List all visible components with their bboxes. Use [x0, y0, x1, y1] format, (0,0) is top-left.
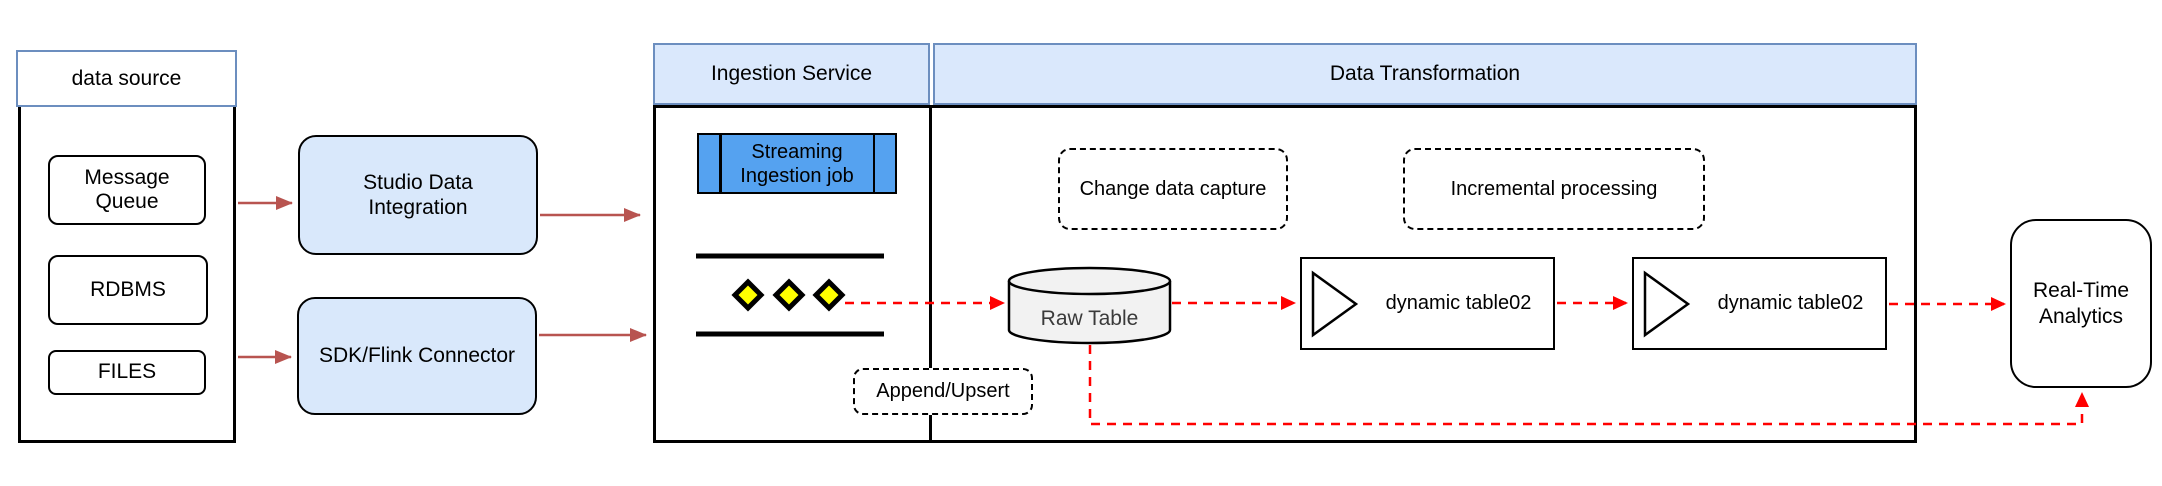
annotation-append-upsert: Append/Upsert — [853, 368, 1033, 415]
message-queue-label: Message Queue — [84, 165, 170, 213]
node-rdbms: RDBMS — [48, 255, 208, 325]
node-dynamic-table-1: dynamic table02 — [1300, 257, 1555, 350]
dynamic-table-1-label: dynamic table02 — [1385, 292, 1532, 314]
files-label: FILES — [97, 360, 157, 384]
ingestion-title: Ingestion Service — [710, 62, 873, 85]
node-sdk-flink-connector: SDK/Flink Connector — [297, 297, 537, 415]
ingestion-header-band: Ingestion Service — [653, 43, 930, 105]
streaming-ingestion-job-label: Streaming Ingestion job — [740, 140, 854, 187]
real-time-analytics-label: Real-Time Analytics — [2032, 279, 2130, 328]
node-message-queue: Message Queue — [48, 155, 206, 225]
node-real-time-analytics: Real-Time Analytics — [2010, 219, 2152, 388]
raw-table-label: Raw Table — [1040, 307, 1139, 330]
transformation-header-band: Data Transformation — [933, 43, 1917, 105]
data-source-header: data source — [16, 50, 237, 107]
rdbms-label: RDBMS — [90, 277, 166, 301]
subroutine-right-bar — [872, 135, 875, 192]
studio-data-integration-label: Studio Data Integration — [363, 170, 473, 219]
node-streaming-ingestion-job: Streaming Ingestion job — [697, 133, 897, 194]
sdk-flink-connector-label: SDK/Flink Connector — [318, 344, 516, 368]
transformation-title: Data Transformation — [1329, 62, 1521, 85]
node-studio-data-integration: Studio Data Integration — [298, 135, 538, 255]
annotation-change-data-capture: Change data capture — [1058, 148, 1288, 230]
annotation-incremental-processing: Incremental processing — [1403, 148, 1705, 230]
dynamic-table-2-label: dynamic table02 — [1717, 292, 1864, 314]
change-data-capture-label: Change data capture — [1079, 177, 1267, 200]
incremental-processing-label: Incremental processing — [1450, 177, 1658, 200]
node-files: FILES — [48, 350, 206, 395]
subroutine-left-bar — [719, 135, 722, 192]
data-source-title: data source — [71, 66, 182, 90]
append-upsert-label: Append/Upsert — [876, 380, 1010, 402]
node-dynamic-table-2: dynamic table02 — [1632, 257, 1887, 350]
panel-divider — [929, 108, 932, 440]
